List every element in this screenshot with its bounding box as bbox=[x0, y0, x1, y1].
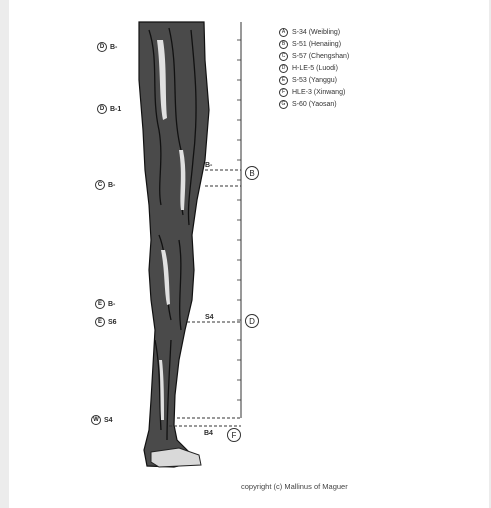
legend-symbol: D bbox=[279, 64, 288, 73]
marker-symbol: B bbox=[245, 166, 259, 180]
point-marker: D B- bbox=[97, 42, 117, 52]
marker-label: B- bbox=[110, 44, 117, 51]
legend-text: S-53 (Yanggu) bbox=[292, 77, 337, 84]
marker-label: S4 bbox=[205, 314, 214, 321]
legend-symbol: C bbox=[279, 52, 288, 61]
legend-symbol: B bbox=[279, 40, 288, 49]
legend-item: B S-51 (Henaiing) bbox=[279, 38, 349, 50]
legend-text: S-57 (Chengshan) bbox=[292, 53, 349, 60]
marker-label: B- bbox=[205, 162, 212, 169]
legend-symbol: E bbox=[279, 76, 288, 85]
legend-symbol: A bbox=[279, 28, 288, 37]
point-marker: W S4 bbox=[91, 415, 113, 425]
legend-item: G S-60 (Yaosan) bbox=[279, 98, 349, 110]
ruler-ticks bbox=[237, 40, 241, 400]
point-marker: B4 bbox=[204, 430, 213, 437]
leg-anatomy-illustration bbox=[9, 0, 489, 508]
marker-symbol: F bbox=[227, 428, 241, 442]
marker-symbol: D bbox=[245, 314, 259, 328]
marker-label: B- bbox=[108, 182, 115, 189]
legend-text: S-60 (Yaosan) bbox=[292, 101, 337, 108]
legend-text: H-LE-5 (Luodi) bbox=[292, 65, 338, 72]
point-marker: S4 bbox=[205, 314, 214, 321]
point-marker: D B-1 bbox=[97, 104, 121, 114]
marker-symbol: E bbox=[95, 317, 105, 327]
legend-item: D H-LE-5 (Luodi) bbox=[279, 62, 349, 74]
marker-symbol: E bbox=[95, 299, 105, 309]
legend-item: E S-53 (Yanggu) bbox=[279, 74, 349, 86]
point-marker: E S6 bbox=[95, 317, 117, 327]
diagram-sheet: D B- D B-1 C B- E B- E S6 W S4 B- B S4 D… bbox=[9, 0, 489, 508]
marker-label: S6 bbox=[108, 319, 117, 326]
marker-symbol: D bbox=[97, 104, 107, 114]
legend-text: HLE-3 (Xinwang) bbox=[292, 89, 345, 96]
acupoint-legend: A S-34 (Weibling) B S-51 (Henaiing) C S-… bbox=[279, 26, 349, 110]
marker-label: B- bbox=[108, 301, 115, 308]
legend-text: S-34 (Weibling) bbox=[292, 29, 340, 36]
legend-item: A S-34 (Weibling) bbox=[279, 26, 349, 38]
point-marker: C B- bbox=[95, 180, 115, 190]
legend-item: F HLE-3 (Xinwang) bbox=[279, 86, 349, 98]
legend-text: S-51 (Henaiing) bbox=[292, 41, 341, 48]
legend-item: C S-57 (Chengshan) bbox=[279, 50, 349, 62]
foot bbox=[151, 448, 201, 467]
marker-symbol: D bbox=[97, 42, 107, 52]
legend-symbol: G bbox=[279, 100, 288, 109]
marker-label: S4 bbox=[104, 417, 113, 424]
marker-symbol: C bbox=[95, 180, 105, 190]
leg-silhouette bbox=[139, 22, 209, 467]
point-marker: B- bbox=[205, 162, 212, 169]
point-marker: E B- bbox=[95, 299, 115, 309]
marker-label: B4 bbox=[204, 430, 213, 437]
copyright-text: copyright (c) Mallinus of Maguer bbox=[241, 482, 348, 491]
marker-label: B-1 bbox=[110, 106, 121, 113]
marker-symbol: W bbox=[91, 415, 101, 425]
legend-symbol: F bbox=[279, 88, 288, 97]
